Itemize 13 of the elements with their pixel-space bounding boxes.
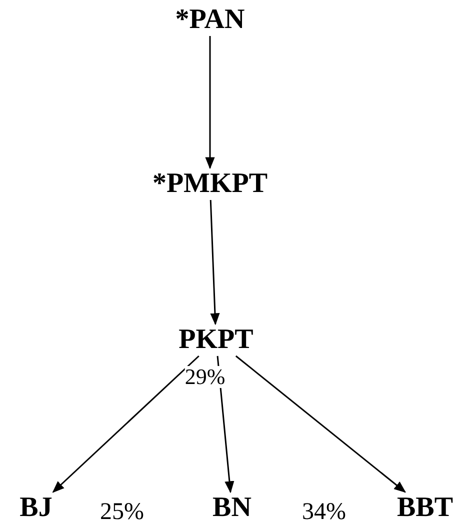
percentage-label: 25%: [100, 500, 144, 524]
percentage-label: 34%: [302, 500, 346, 524]
node-label: BN: [210, 494, 254, 522]
edge-label: 29%: [184, 366, 226, 388]
arrow: [235, 355, 406, 493]
arrow: [205, 36, 215, 170]
node-label: BJ: [18, 494, 54, 522]
node-label: BBT: [394, 494, 456, 522]
node-label: PKPT: [176, 326, 256, 354]
node-label: *PAN: [173, 6, 247, 34]
arrow: [52, 355, 200, 493]
arrow: [210, 200, 220, 326]
node-label: *PMKPT: [150, 170, 270, 198]
